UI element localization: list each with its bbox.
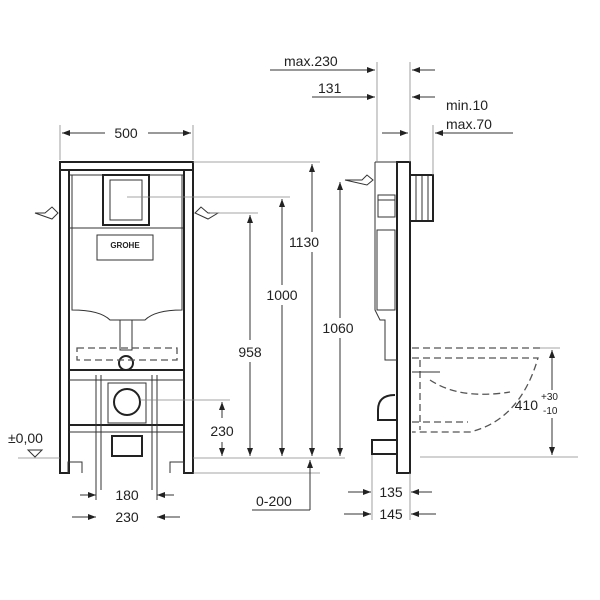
side-view [344,161,540,474]
top-rail [59,161,194,171]
dimension-label: -10 [543,406,558,417]
front-dimensions: 500 958 1000 1130 1060 230 ±0,00 180 230… [8,125,354,525]
side-dimensions: max.230 131 min.10 max.70 410 +30 -10 13… [270,53,578,522]
dimension-label: ±0,00 [8,430,43,446]
dimension-label: 958 [238,344,262,360]
dimension-label: 1060 [322,320,353,336]
dimension-label: GROHE [110,241,140,250]
drain-pipe [113,388,141,416]
dimension-label: min.10 [446,97,488,113]
wc-bowl-outline [412,347,540,433]
dimension-label: 410 [515,397,539,413]
grohe-logo [96,234,154,261]
wall-plate [396,161,411,474]
dimension-label: 0-200 [256,493,292,509]
right-post [183,169,194,474]
valve-icon [377,194,396,218]
flush-outlet [118,355,134,371]
dimension-label: max.70 [446,116,492,132]
dimension-label: 1000 [266,287,297,303]
dimension-label: 230 [210,423,234,439]
dimension-label: 131 [318,80,342,96]
dimension-label: 500 [114,125,138,141]
drain-bend [377,394,397,421]
left-post [59,169,70,474]
dimension-label: max.230 [284,53,338,69]
floor-level-icon [26,449,44,458]
dimension-label: +30 [541,392,558,403]
dimension-label: 230 [115,509,139,525]
water-inlet-left-icon [34,206,59,220]
dimension-label: 1130 [289,234,319,250]
dimension-label: 135 [379,484,403,500]
actuator-block [409,174,434,222]
water-inlet-side-icon [344,174,374,186]
front-view: GROHE [34,161,220,500]
actuation-opening [102,174,150,226]
dimension-label: 180 [115,487,139,503]
dimension-label: 145 [379,506,403,522]
